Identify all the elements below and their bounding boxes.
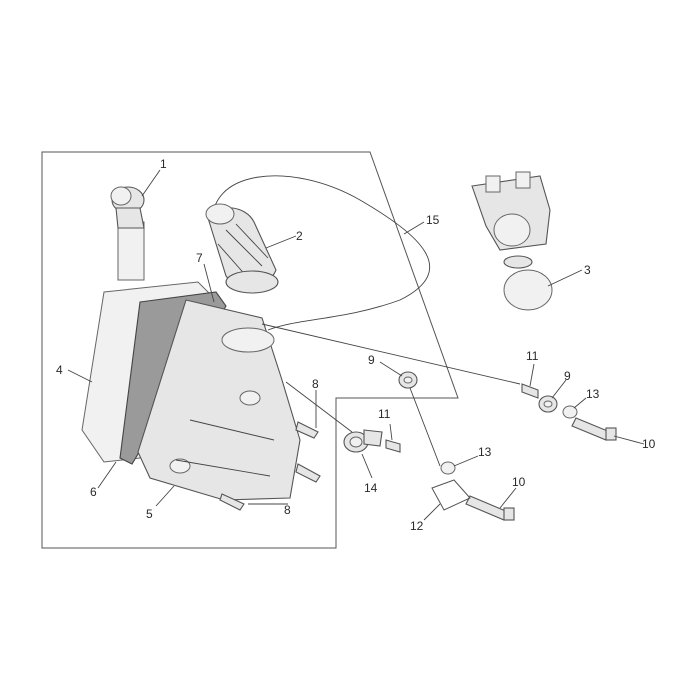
leader-11b (529, 363, 535, 387)
leader-15 (403, 221, 425, 235)
leader-9b (551, 379, 567, 399)
callout-1: 1 (160, 157, 167, 171)
group-frame (41, 151, 459, 549)
callout-5: 5 (146, 507, 153, 521)
callout-8-upper: 8 (312, 377, 319, 391)
spacer-11-left (385, 439, 401, 453)
callout-10-right: 10 (642, 437, 656, 451)
screw-8-right (295, 463, 321, 483)
bolt-10-right (571, 417, 617, 441)
grommet-9-left (398, 371, 418, 389)
callout-4: 4 (56, 363, 63, 377)
callout-10-lower: 10 (512, 475, 526, 489)
leader-10b (499, 487, 517, 509)
intake-snorkel (110, 186, 145, 281)
callout-13-left: 13 (478, 445, 492, 459)
screw-8-lower (219, 493, 245, 511)
leader-13a (453, 455, 479, 467)
leader-4 (67, 369, 93, 383)
leader-cover-to-spacer (261, 323, 521, 385)
callout-13-right: 13 (586, 387, 600, 401)
leader-1 (141, 169, 161, 197)
leader-9a (379, 361, 403, 377)
leader-grommet-to-washer (409, 387, 441, 467)
washer-13-right (562, 405, 578, 419)
leader-2 (265, 235, 297, 249)
callout-9-left: 9 (368, 353, 375, 367)
bolt-10-lower (465, 495, 515, 521)
clip-14 (343, 429, 383, 453)
throttle-body (471, 171, 553, 311)
leader-5 (155, 485, 175, 507)
leader-3 (547, 269, 583, 287)
leader-10a (613, 435, 645, 445)
leader-13b (573, 397, 587, 409)
callout-12: 12 (410, 519, 424, 533)
callout-3: 3 (584, 263, 591, 277)
leader-body-to-clip (285, 381, 353, 433)
callout-15: 15 (426, 213, 440, 227)
callout-7: 7 (196, 251, 203, 265)
callout-2: 2 (296, 229, 303, 243)
housing-body (137, 299, 301, 501)
screw-8-upper (295, 421, 319, 439)
bracket-12 (431, 479, 471, 511)
leader-7 (203, 263, 215, 303)
grommet-9-right (538, 395, 558, 413)
callout-6: 6 (90, 485, 97, 499)
callout-11-left: 11 (378, 407, 391, 421)
leader-11a (389, 423, 393, 441)
leader-14 (361, 453, 373, 479)
spacer-11-right (521, 383, 539, 399)
intake-boot (205, 203, 279, 294)
leader-12 (423, 503, 441, 521)
breather-hose (212, 175, 431, 331)
leader-6 (97, 461, 117, 489)
callout-8-lower: 8 (284, 503, 291, 517)
callout-11-right: 11 (526, 349, 539, 363)
callout-9-right: 9 (564, 369, 571, 383)
washer-13-left (440, 461, 456, 475)
callout-14: 14 (364, 481, 378, 495)
